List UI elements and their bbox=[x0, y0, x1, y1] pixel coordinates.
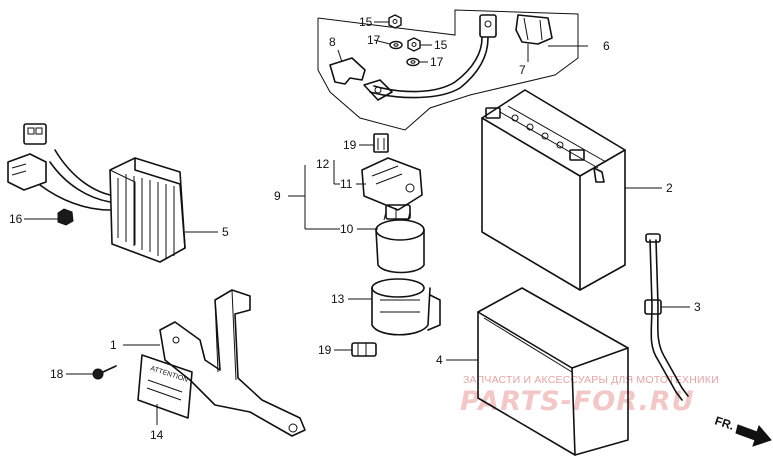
watermark: ЗАПЧАСТИ И АКСЕССУАРЫ ДЛЯ МОТОТЕХНИКИ PA… bbox=[460, 374, 719, 417]
callout-9: 9 bbox=[274, 189, 281, 203]
callout-10: 10 bbox=[340, 222, 354, 236]
battery-case bbox=[477, 287, 629, 456]
callout-3: 3 bbox=[694, 300, 701, 314]
callout-5: 5 bbox=[222, 225, 229, 239]
callout-17-b: 17 bbox=[430, 55, 444, 69]
callout-2: 2 bbox=[666, 181, 673, 195]
regulator-rectifier bbox=[7, 123, 186, 263]
starter-relay bbox=[371, 278, 441, 336]
battery bbox=[481, 89, 626, 291]
screw-18 bbox=[92, 365, 117, 380]
fuse-lower bbox=[351, 342, 377, 357]
callout-15-a: 15 bbox=[359, 15, 373, 29]
front-arrow-icon bbox=[735, 424, 772, 447]
callout-numbers: 1 2 3 4 5 6 7 8 9 10 11 12 13 14 15 15 1… bbox=[9, 15, 701, 442]
callout-15-b: 15 bbox=[434, 38, 448, 52]
battery-bracket bbox=[159, 289, 306, 437]
battery-cable-assembly bbox=[317, 9, 579, 131]
callout-14: 14 bbox=[150, 428, 164, 442]
callout-13: 13 bbox=[331, 292, 345, 306]
watermark-tagline: ЗАПЧАСТИ И АКСЕССУАРЫ ДЛЯ МОТОТЕХНИКИ bbox=[463, 374, 719, 386]
starter-relay-upper bbox=[361, 133, 423, 211]
callout-18: 18 bbox=[50, 367, 64, 381]
attention-label: ATTENTION bbox=[137, 354, 193, 419]
callout-11: 11 bbox=[340, 177, 353, 191]
callout-6: 6 bbox=[603, 39, 610, 53]
callout-16: 16 bbox=[9, 212, 23, 226]
front-direction-label: FR. bbox=[713, 414, 736, 433]
callout-12: 12 bbox=[316, 157, 330, 171]
callout-17-a: 17 bbox=[367, 33, 381, 47]
bolt-16 bbox=[57, 208, 74, 226]
callout-19-b: 19 bbox=[318, 343, 332, 357]
relay-cylinder bbox=[375, 204, 425, 274]
front-direction-indicator: FR. bbox=[713, 414, 772, 447]
watermark-brand: PARTS-FOR.RU bbox=[460, 386, 695, 417]
callout-4: 4 bbox=[436, 353, 443, 367]
leader-lines bbox=[24, 21, 690, 425]
callout-19-a: 19 bbox=[343, 138, 357, 152]
callout-8: 8 bbox=[329, 35, 336, 49]
callout-1: 1 bbox=[110, 338, 117, 352]
callout-7: 7 bbox=[519, 63, 526, 77]
